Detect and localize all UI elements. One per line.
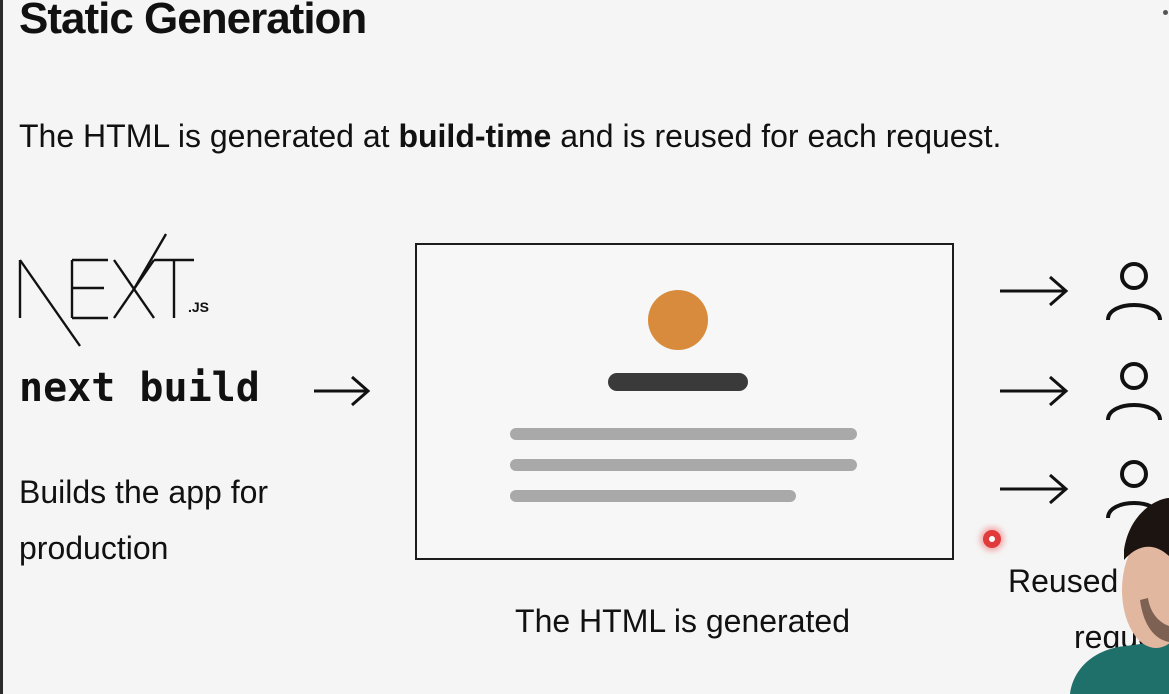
window-edge	[0, 0, 3, 694]
command-caption-line-1: Builds the app for	[19, 474, 269, 510]
logo-suffix: .JS	[188, 299, 209, 315]
reused-caption-line-1: Reused f	[1008, 563, 1137, 599]
user-icon	[1106, 262, 1162, 321]
slide-title: Static Generation	[19, 0, 367, 43]
edge-dot	[1163, 10, 1168, 15]
right-arrow-icon	[314, 375, 371, 407]
heading-placeholder-bar	[608, 373, 748, 391]
user-icon	[1106, 362, 1162, 421]
right-arrow-icon	[1000, 275, 1069, 307]
html-box-caption: The HTML is generated	[515, 603, 850, 639]
laser-pointer-icon	[983, 530, 1001, 548]
text-placeholder-line	[510, 428, 857, 440]
image-placeholder-circle	[648, 290, 708, 350]
nextjs-logo: .JS	[18, 233, 209, 347]
command-caption-line-2: production	[19, 530, 169, 566]
subtitle-emphasis: build-time	[398, 118, 552, 154]
slide-subtitle: The HTML is generated at build-time and …	[19, 118, 1001, 155]
command-caption: Builds the app for production	[19, 464, 339, 576]
build-command: next build	[19, 365, 260, 411]
right-arrow-icon	[1000, 375, 1069, 407]
right-arrow-icon	[1000, 473, 1069, 505]
presenter-webcam	[1070, 498, 1169, 694]
text-placeholder-line	[510, 490, 796, 502]
subtitle-text-start: The HTML is generated at	[19, 118, 399, 154]
subtitle-text-end: and is reused for each request.	[551, 118, 1002, 154]
text-placeholder-line	[510, 459, 857, 471]
